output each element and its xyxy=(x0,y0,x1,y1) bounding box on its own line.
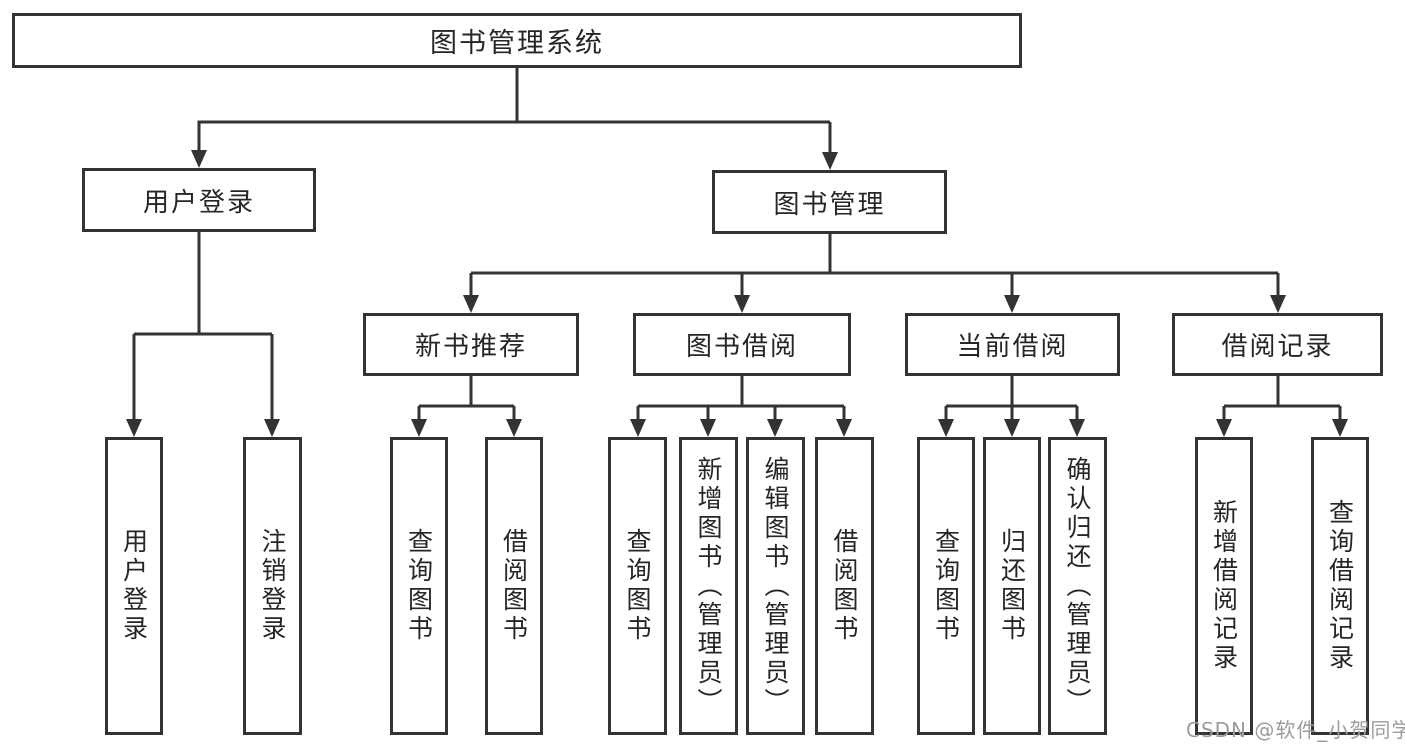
leaf-query-borrow-record: 查询借阅记录 xyxy=(1311,437,1369,735)
leaf-user-login: 用户登录 xyxy=(105,437,163,735)
leaf-confirm-return-admin-label: 确认归还（管理员） xyxy=(1063,455,1092,717)
csdn-watermark: CSDN @软件_小贺同学 xyxy=(1186,718,1405,742)
node-current-borrow-label: 当前借阅 xyxy=(956,332,1069,362)
node-root-system: 图书管理系统 xyxy=(12,13,1022,68)
node-book-management-label: 图书管理 xyxy=(773,189,886,220)
leaf-query-books-recommend: 查询图书 xyxy=(390,437,448,735)
leaf-add-book-admin: 新增图书（管理员） xyxy=(679,437,738,735)
leaf-query-books-recommend-label: 查询图书 xyxy=(404,528,434,644)
leaf-add-borrow-record: 新增借阅记录 xyxy=(1195,437,1253,735)
leaf-borrow-books-label: 借阅图书 xyxy=(830,528,859,644)
arrowheads xyxy=(126,150,1348,437)
node-borrow-records-label: 借阅记录 xyxy=(1221,332,1334,362)
leaf-return-book: 归还图书 xyxy=(983,437,1041,735)
leaf-borrow-books: 借阅图书 xyxy=(815,437,874,735)
leaf-user-login-label: 用户登录 xyxy=(119,528,149,644)
leaf-edit-book-admin-label: 编辑图书（管理员） xyxy=(761,455,790,717)
node-user-login: 用户登录 xyxy=(82,168,316,232)
node-book-borrow: 图书借阅 xyxy=(633,313,851,376)
leaf-add-book-admin-label: 新增图书（管理员） xyxy=(694,455,723,717)
connector-borrow-to-leaves xyxy=(636,376,846,422)
node-book-management: 图书管理 xyxy=(712,170,947,234)
node-root-label: 图书管理系统 xyxy=(430,28,604,59)
connector-login-to-leaves xyxy=(132,232,274,422)
connector-newbook-to-leaves xyxy=(417,376,516,422)
node-current-borrow: 当前借阅 xyxy=(905,313,1120,376)
leaf-borrow-books-recommend-label: 借阅图书 xyxy=(499,528,529,644)
leaf-borrow-books-recommend: 借阅图书 xyxy=(485,437,543,735)
leaf-edit-book-admin: 编辑图书（管理员） xyxy=(746,437,805,735)
leaf-query-books-borrow: 查询图书 xyxy=(608,437,667,735)
leaf-confirm-return-admin: 确认归还（管理员） xyxy=(1048,437,1107,735)
node-new-book-recommend: 新书推荐 xyxy=(363,313,579,376)
leaf-query-books-current-label: 查询图书 xyxy=(931,528,961,644)
leaf-query-books-current: 查询图书 xyxy=(917,437,975,735)
node-user-login-label: 用户登录 xyxy=(142,187,255,218)
connector-mgmt-to-level3 xyxy=(469,234,1280,298)
node-book-borrow-label: 图书借阅 xyxy=(685,332,798,362)
leaf-query-books-borrow-label: 查询图书 xyxy=(623,528,652,644)
leaf-logout: 注销登录 xyxy=(243,437,302,735)
leaf-add-borrow-record-label: 新增借阅记录 xyxy=(1209,499,1239,673)
leaf-return-book-label: 归还图书 xyxy=(997,528,1027,644)
connector-root-to-level2 xyxy=(197,68,832,154)
leaf-logout-label: 注销登录 xyxy=(258,528,287,644)
node-new-book-recommend-label: 新书推荐 xyxy=(414,332,527,362)
connector-current-to-leaves xyxy=(944,376,1079,422)
leaf-query-borrow-record-label: 查询借阅记录 xyxy=(1325,499,1355,673)
node-borrow-records: 借阅记录 xyxy=(1172,313,1383,376)
connector-records-to-leaves xyxy=(1222,376,1342,422)
